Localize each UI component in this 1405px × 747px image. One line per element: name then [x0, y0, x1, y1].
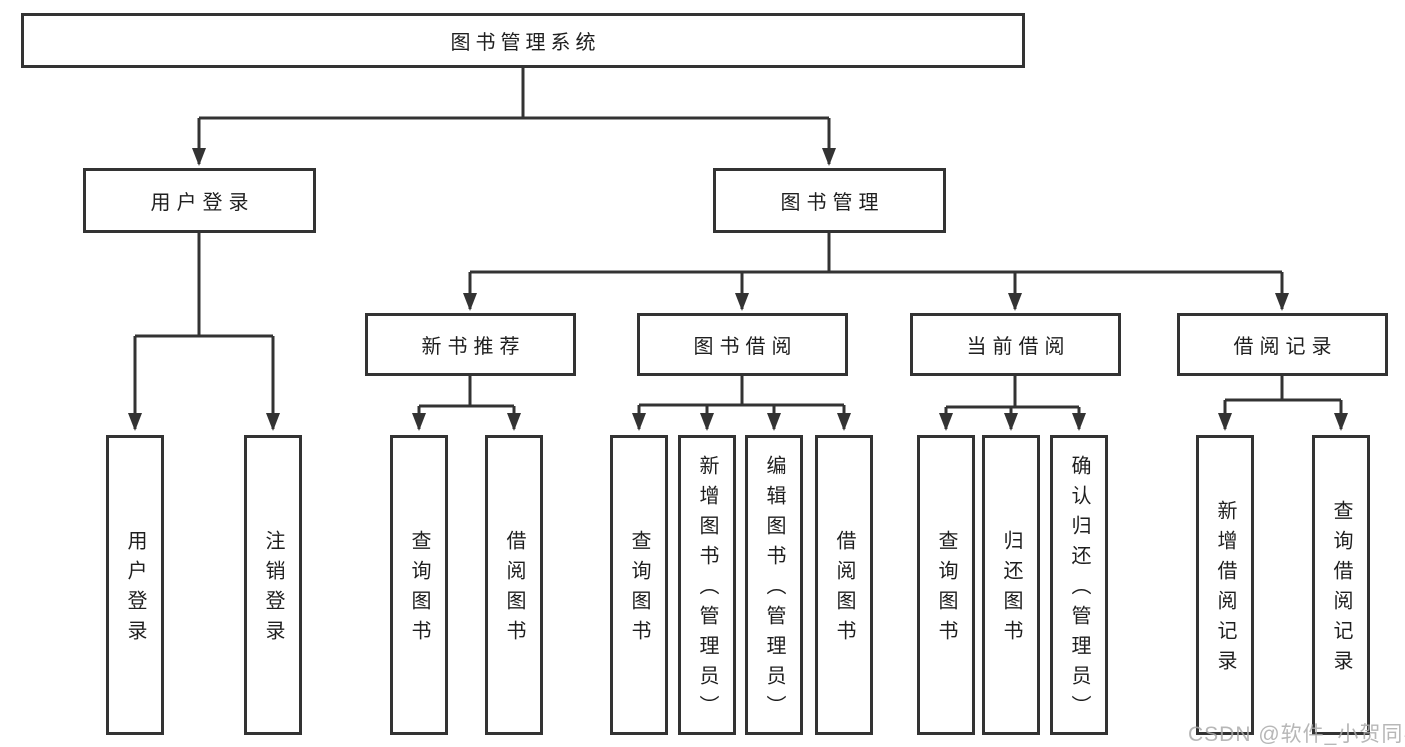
node-new-books: 新书推荐 [365, 313, 576, 376]
leaf-label: 查询图书 [935, 530, 957, 650]
node-book-borrow: 图书借阅 [637, 313, 848, 376]
leaf-label: 编辑图书（管理员） [763, 455, 785, 725]
node-current-borrow-label: 当前借阅 [966, 336, 1071, 358]
node-user-login-label: 用户登录 [150, 192, 255, 214]
node-borrow-history-label: 借阅记录 [1233, 336, 1338, 358]
leaf-borrow-add-admin: 新增图书（管理员） [678, 435, 736, 735]
node-book-borrow-label: 图书借阅 [693, 336, 798, 358]
node-user-login: 用户登录 [83, 168, 316, 233]
leaf-current-return: 归还图书 [982, 435, 1040, 735]
leaf-label: 新增图书（管理员） [696, 455, 718, 725]
leaf-label: 查询借阅记录 [1330, 500, 1352, 680]
leaf-newbooks-borrow: 借阅图书 [485, 435, 543, 735]
leaf-current-query: 查询图书 [917, 435, 975, 735]
leaf-label: 用户登录 [124, 530, 146, 650]
leaf-label: 查询图书 [628, 530, 650, 650]
node-book-mgmt: 图书管理 [713, 168, 946, 233]
node-borrow-history: 借阅记录 [1177, 313, 1388, 376]
leaf-label: 借阅图书 [503, 530, 525, 650]
leaf-label: 新增借阅记录 [1214, 500, 1236, 680]
leaf-current-confirm-admin: 确认归还（管理员） [1050, 435, 1108, 735]
watermark: CSDN @软件_小贺同学 [1188, 723, 1405, 746]
node-new-books-label: 新书推荐 [421, 336, 526, 358]
leaf-logout: 注销登录 [244, 435, 302, 735]
leaf-borrow-query: 查询图书 [610, 435, 668, 735]
leaf-label: 借阅图书 [833, 530, 855, 650]
leaf-history-query: 查询借阅记录 [1312, 435, 1370, 735]
leaf-borrow-edit-admin: 编辑图书（管理员） [745, 435, 803, 735]
node-root: 图书管理系统 [21, 13, 1025, 68]
leaf-label: 归还图书 [1000, 530, 1022, 650]
leaf-label: 确认归还（管理员） [1068, 455, 1090, 725]
node-book-mgmt-label: 图书管理 [780, 192, 885, 214]
leaf-borrow-borrow: 借阅图书 [815, 435, 873, 735]
leaf-history-add: 新增借阅记录 [1196, 435, 1254, 735]
leaf-newbooks-query: 查询图书 [390, 435, 448, 735]
leaf-label: 查询图书 [408, 530, 430, 650]
leaf-label: 注销登录 [262, 530, 284, 650]
leaf-user-login: 用户登录 [106, 435, 164, 735]
node-root-label: 图书管理系统 [450, 32, 601, 54]
node-current-borrow: 当前借阅 [910, 313, 1121, 376]
